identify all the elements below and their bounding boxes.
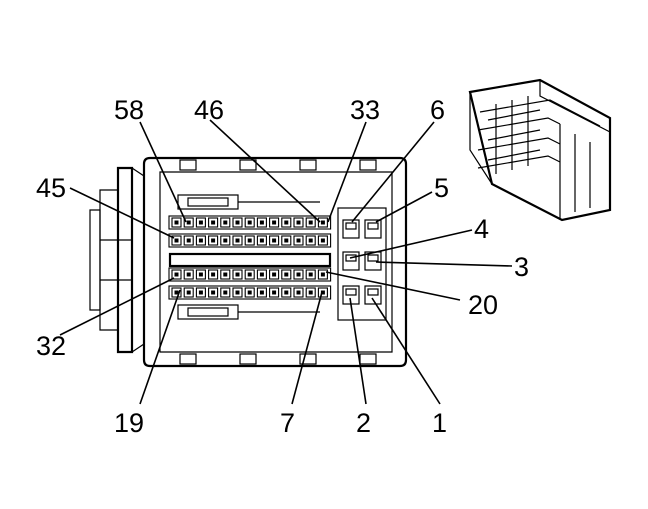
pin-terminal (186, 220, 191, 225)
pin-terminal (308, 290, 313, 295)
pin-terminal (211, 220, 216, 225)
pin-terminal (272, 272, 277, 277)
pin-terminal (259, 272, 264, 277)
pin-terminal (259, 290, 264, 295)
pin-terminal (247, 220, 252, 225)
upper-latch (177, 194, 320, 210)
connector-face (142, 156, 408, 368)
pin-terminal (186, 272, 191, 277)
pin-terminal (259, 220, 264, 225)
pin-terminal (235, 220, 240, 225)
pin-terminal (223, 272, 228, 277)
pin-terminal (211, 238, 216, 243)
pin-terminal (284, 272, 289, 277)
pin-terminal (308, 272, 313, 277)
pin-row-outline (168, 285, 332, 300)
label-pin-33: 33 (350, 95, 380, 125)
pin-terminal (296, 272, 301, 277)
pin-labels: 58 46 33 6 45 5 4 3 20 32 19 7 2 1 (36, 95, 529, 438)
leader-lines (59, 119, 513, 405)
label-pin-32: 32 (36, 331, 66, 361)
lower-latch (177, 304, 320, 320)
pin-terminal (320, 290, 325, 295)
pin-terminal (308, 220, 313, 225)
pin-row-outline (168, 267, 332, 282)
pin-terminal (308, 238, 313, 243)
pin-terminal (247, 272, 252, 277)
pin-terminal (198, 272, 203, 277)
signal-pin-rows (168, 215, 332, 300)
pin-terminal (272, 290, 277, 295)
label-pin-19: 19 (114, 408, 144, 438)
pin-terminal (223, 220, 228, 225)
pin-terminal (198, 290, 203, 295)
pin-terminal (174, 220, 179, 225)
power-pin-block (337, 207, 387, 321)
label-pin-20: 20 (468, 290, 498, 320)
connector-isometric-view (468, 78, 612, 222)
label-pin-1: 1 (432, 408, 447, 438)
pin-terminal (296, 220, 301, 225)
label-pin-7: 7 (280, 408, 295, 438)
pin-terminal (272, 220, 277, 225)
label-pin-46: 46 (194, 95, 224, 125)
pin-terminal (174, 272, 179, 277)
pin-terminal (247, 238, 252, 243)
pin-terminal (320, 238, 325, 243)
pin-terminal (284, 220, 289, 225)
pin-terminal (284, 290, 289, 295)
pin-terminal (259, 238, 264, 243)
locking-lever (89, 166, 145, 354)
pin-terminal (284, 238, 289, 243)
label-pin-6: 6 (430, 95, 445, 125)
pin-terminal (235, 272, 240, 277)
pin-terminal (320, 272, 325, 277)
label-pin-4: 4 (474, 214, 489, 244)
pin-terminal (211, 272, 216, 277)
pin-terminal (296, 290, 301, 295)
pin-terminal (272, 238, 277, 243)
pin-terminal (235, 238, 240, 243)
pin-terminal (174, 238, 179, 243)
pin-row-outline (168, 215, 332, 230)
pin-terminal (247, 290, 252, 295)
center-divider (168, 252, 332, 268)
pin-terminal (174, 290, 179, 295)
pin-terminal (186, 290, 191, 295)
pin-terminal (235, 290, 240, 295)
pin-terminal (223, 238, 228, 243)
pin-terminal (198, 220, 203, 225)
label-pin-58: 58 (114, 95, 144, 125)
label-pin-2: 2 (356, 408, 371, 438)
pin-terminal (320, 220, 325, 225)
pin-terminal (198, 238, 203, 243)
label-pin-3: 3 (514, 252, 529, 282)
pin-terminal (296, 238, 301, 243)
pin-terminal (186, 238, 191, 243)
pin-terminal (223, 290, 228, 295)
label-pin-45: 45 (36, 173, 66, 203)
pin-row-outline (168, 233, 332, 248)
label-pin-5: 5 (434, 173, 449, 203)
pin-terminal (211, 290, 216, 295)
